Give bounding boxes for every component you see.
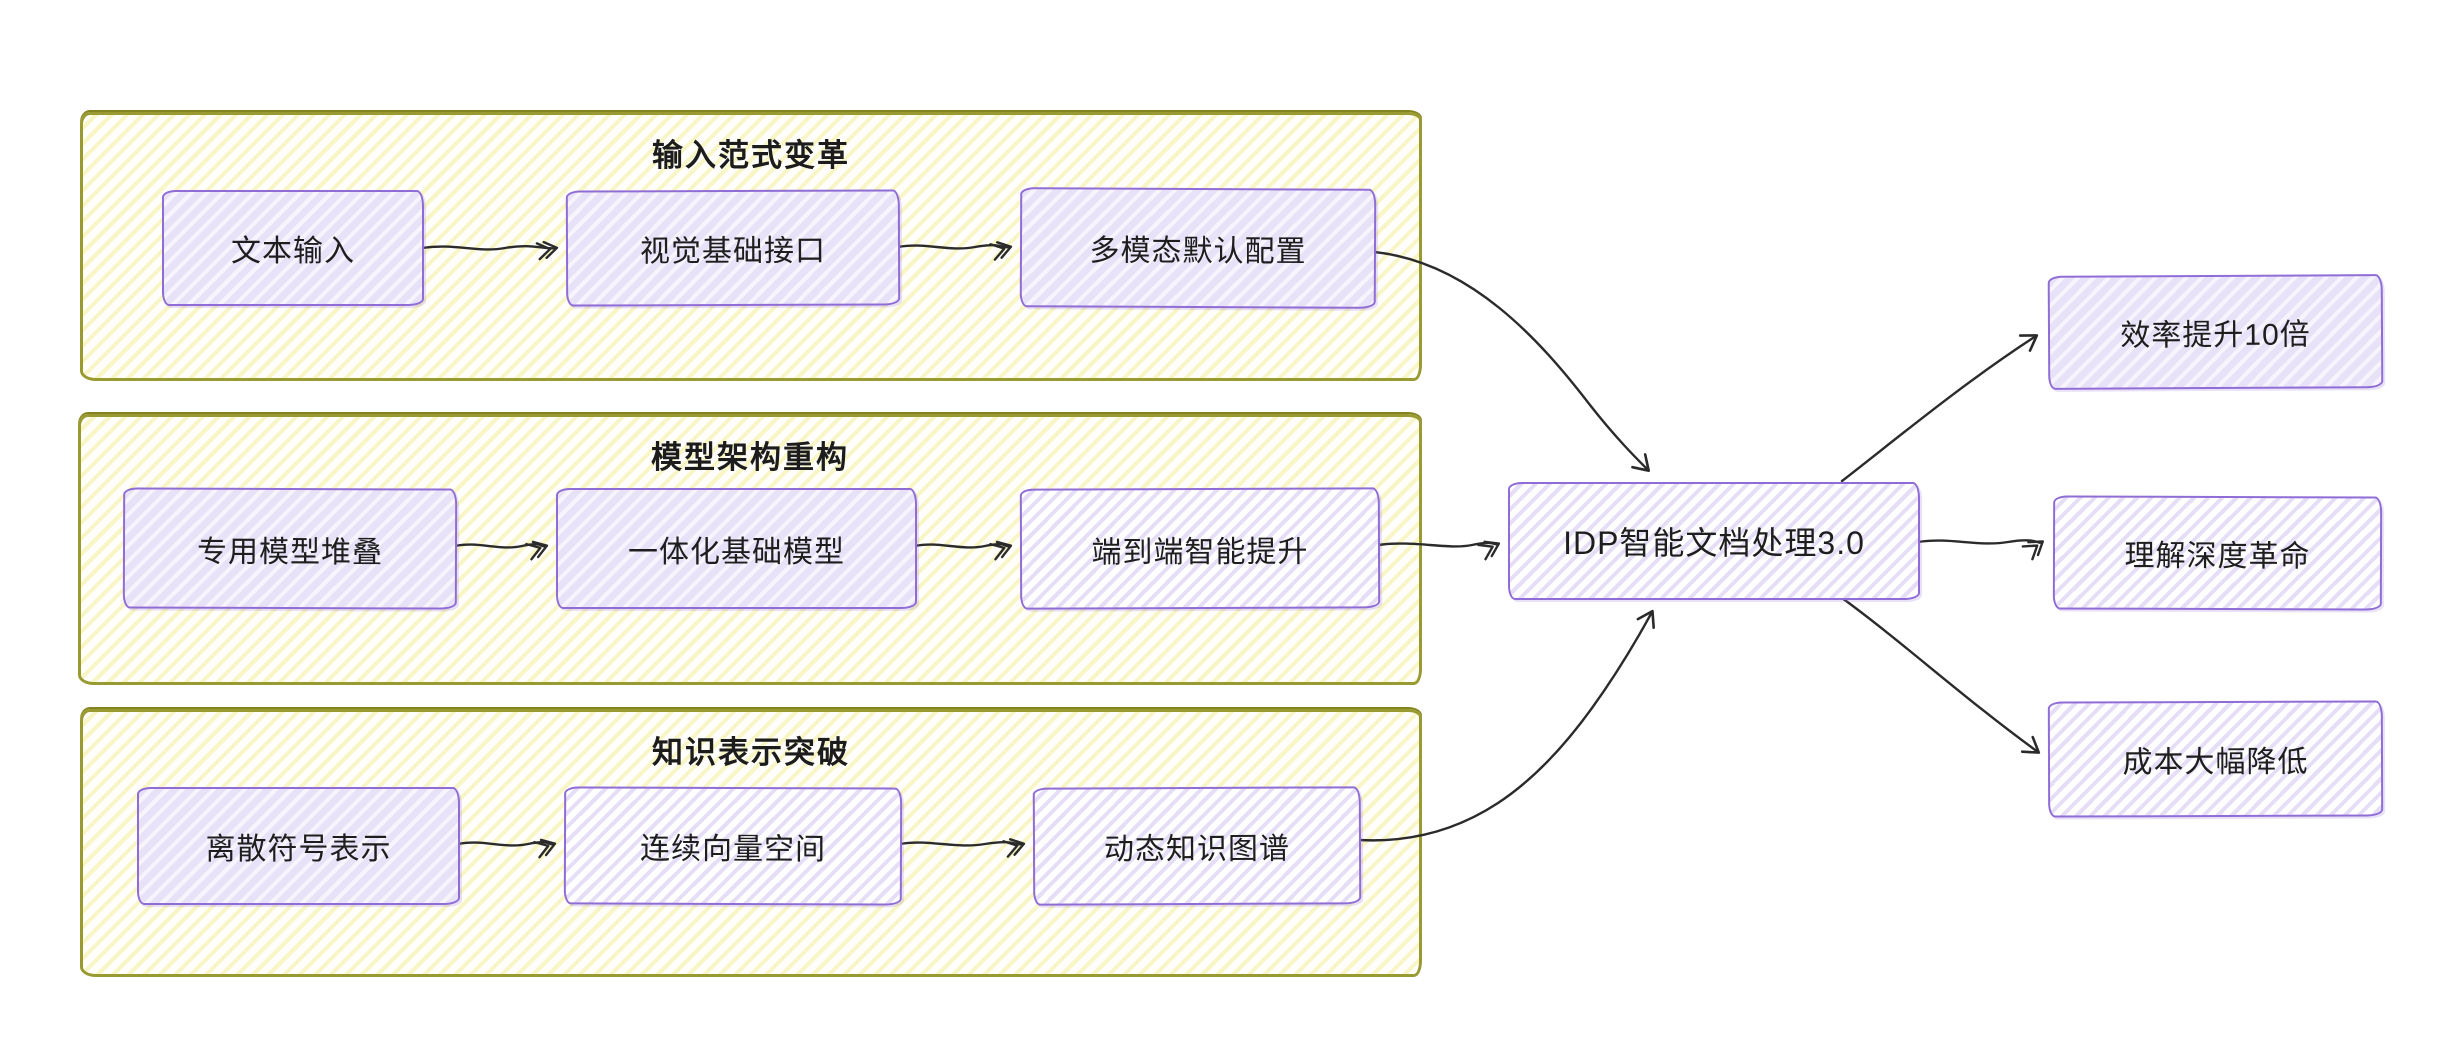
node-label: 视觉基础接口	[639, 234, 827, 269]
edge-center-to-cost	[1840, 596, 2041, 754]
node-label: IDP智能文档处理3.0	[1563, 525, 1865, 561]
node-label: 连续向量空间	[639, 832, 827, 867]
node-text-input: 文本输入	[162, 190, 424, 306]
node-unified-foundation-model: 一体化基础模型	[556, 488, 917, 609]
node-label: 专用模型堆叠	[196, 535, 384, 569]
node-discrete-symbol-representation: 离散符号表示	[137, 787, 460, 905]
node-label: 端到端智能提升	[1091, 535, 1309, 569]
node-label: 离散符号表示	[205, 833, 392, 866]
node-dynamic-knowledge-graph: 动态知识图谱	[1032, 786, 1362, 906]
node-multimodal-default-config: 多模态默认配置	[1019, 187, 1377, 309]
node-idp-center: IDP智能文档处理3.0	[1508, 482, 1920, 600]
node-label: 一体化基础模型	[628, 535, 845, 569]
node-label: 成本大幅降低	[2122, 745, 2309, 780]
node-end-to-end-intelligence: 端到端智能提升	[1019, 487, 1381, 610]
group-title: 输入范式变革	[652, 138, 850, 173]
node-specialized-model-stacking: 专用模型堆叠	[122, 487, 458, 610]
node-efficiency-10x: 效率提升10倍	[2047, 274, 2384, 390]
edge-center-to-efficiency	[1840, 334, 2039, 483]
node-label: 多模态默认配置	[1089, 234, 1307, 269]
group-title: 模型架构重构	[651, 440, 849, 475]
node-label: 文本输入	[231, 235, 355, 268]
node-cost-reduction: 成本大幅降低	[2047, 700, 2384, 818]
group-title: 知识表示突破	[652, 735, 850, 770]
node-continuous-vector-space: 连续向量空间	[563, 786, 903, 906]
node-label: 动态知识图谱	[1103, 832, 1291, 867]
node-understanding-depth-revolution: 理解深度革命	[2052, 495, 2383, 611]
node-label: 效率提升10倍	[2120, 318, 2311, 353]
node-vision-foundation-interface: 视觉基础接口	[565, 189, 901, 307]
edge-center-to-depth	[1916, 539, 2045, 561]
node-label: 理解深度革命	[2124, 539, 2311, 574]
